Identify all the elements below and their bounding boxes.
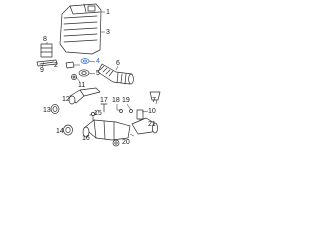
callout-17: 17 (100, 97, 108, 104)
clamp-13 (50, 104, 60, 114)
callout-1: 1 (106, 9, 110, 16)
callout-11: 11 (78, 82, 86, 89)
bracket-9 (36, 59, 58, 67)
clamp-20 (112, 139, 120, 147)
nut-11 (71, 74, 77, 80)
callout-14: 14 (56, 128, 64, 135)
callout-5: 5 (96, 70, 100, 77)
intake-duct-6 (97, 63, 134, 85)
fitting-19 (129, 109, 133, 113)
callout-4: 4 (96, 58, 100, 65)
callout-13: 13 (43, 107, 51, 114)
grommet-4 (80, 58, 90, 64)
hose-12 (68, 87, 101, 105)
stud-17 (100, 103, 108, 113)
callout-21: 21 (148, 121, 156, 128)
clip-3 (65, 61, 75, 69)
bolt-15 (89, 112, 97, 123)
callout-8: 8 (43, 36, 47, 43)
callout-12: 12 (62, 96, 70, 103)
callout-6: 6 (116, 60, 120, 67)
fastener-7 (149, 91, 161, 101)
callout-18: 18 (112, 97, 120, 104)
callout-2: 2 (54, 62, 58, 69)
callout-9: 9 (40, 67, 44, 74)
ring-5 (78, 69, 90, 77)
diagram-drawing (36, 3, 161, 147)
callout-3: 3 (106, 29, 110, 36)
callout-20: 20 (122, 139, 130, 146)
callout-16: 16 (82, 135, 90, 142)
callout-15: 15 (94, 110, 102, 117)
outlet-pipe-16 (82, 119, 131, 141)
clamp-14 (63, 124, 73, 136)
callout-10: 10 (148, 108, 156, 115)
callout-19: 19 (122, 97, 130, 104)
callout-7: 7 (152, 97, 156, 104)
hose-21 (131, 117, 158, 135)
bracket-8 (40, 43, 53, 58)
air-cleaner-housing (59, 3, 102, 55)
parts-diagram: 1 2 3 4 5 6 7 8 9 10 11 12 13 14 15 16 1… (0, 0, 200, 147)
